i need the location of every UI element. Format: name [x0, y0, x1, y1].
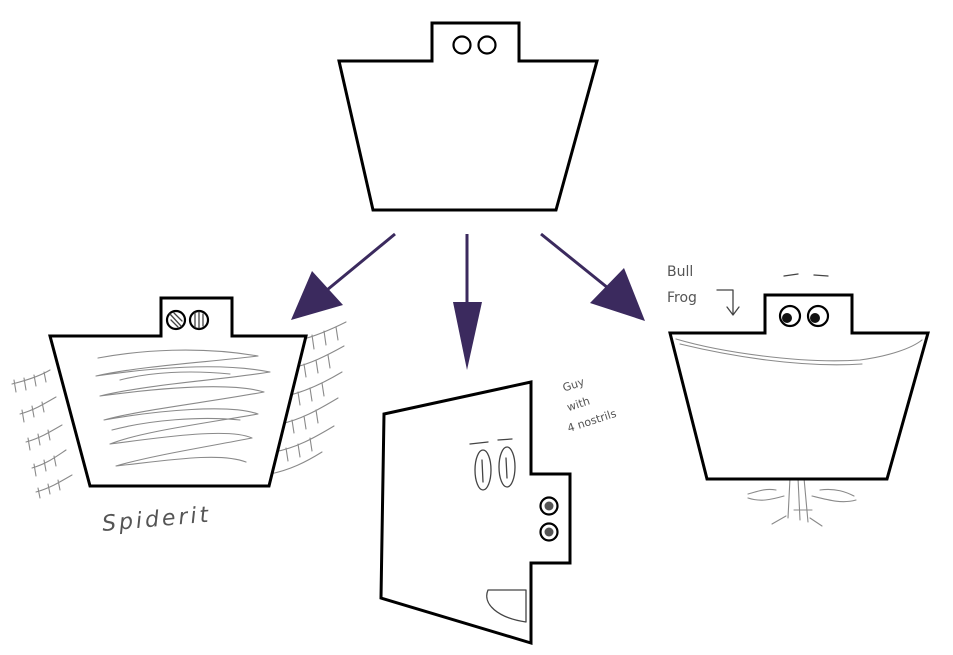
bullfrog-legs [747, 477, 857, 527]
bullfrog-mouth-line [675, 338, 923, 362]
spider-left-legs [11, 369, 73, 499]
spider-body [48, 296, 308, 488]
right-variant-bullfrog: Bull Frog [667, 264, 930, 527]
guy-body [379, 380, 572, 646]
center-variant-guy: Guy with 4 nostrils [379, 369, 618, 646]
arrows [291, 232, 645, 370]
arrow-to-center-variant [453, 234, 482, 370]
arrow-to-right-variant [540, 232, 645, 321]
bullfrog-note: Bull Frog [667, 264, 698, 306]
base-character [337, 21, 599, 212]
bullfrog-note-pointer [716, 289, 740, 316]
bullfrog-body [668, 293, 930, 481]
guy-left-eye [474, 449, 492, 491]
arrow-to-left-variant [291, 232, 396, 320]
spider-caption: Spiderit [101, 503, 212, 537]
guy-note: Guy with 4 nostrils [553, 369, 618, 435]
base-character-body [337, 21, 599, 212]
base-character-left-eye [452, 35, 472, 55]
spider-right-legs [269, 321, 347, 475]
base-character-right-eye [477, 35, 497, 55]
spider-body-scribble [95, 349, 271, 467]
guy-right-eye [498, 446, 516, 488]
guy-mouth [486, 589, 527, 623]
left-variant-spider: Spiderit [11, 296, 347, 537]
